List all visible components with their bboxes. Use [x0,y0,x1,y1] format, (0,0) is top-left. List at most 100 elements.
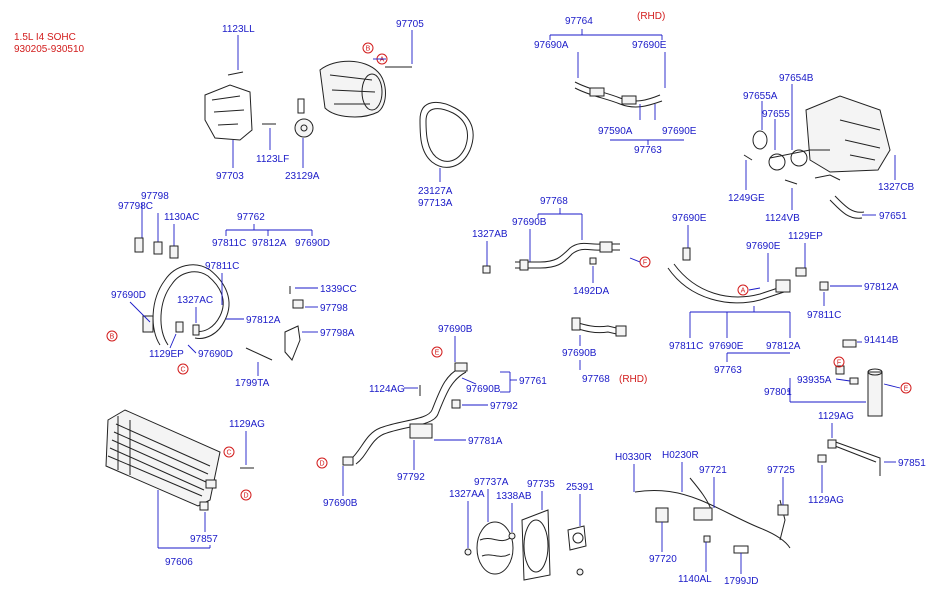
label-97690E-d: 97690E [746,241,781,252]
label-97690D-c: 97690D [198,349,233,360]
label-1339CC: 1339CC [320,284,357,295]
rhd-hose-97764 [574,81,663,108]
svg-text:C: C [180,367,185,374]
svg-text:F: F [837,360,841,367]
label-1123LL: 1123LL [222,24,255,35]
label-1123LF: 1123LF [256,154,289,165]
liquid-hose-97763 [667,247,807,304]
discharge-hose-97768 [482,241,620,274]
svg-text:B: B [366,46,371,53]
label-97721: 97721 [699,465,727,476]
label-97857: 97857 [190,534,218,545]
fitting-97812A [819,281,829,291]
evaporator-unit [743,95,891,219]
label-97811C-c: 97811C [807,310,841,321]
label-97798A: 97798A [320,328,355,339]
label-1327CB: 1327CB [878,182,914,193]
label-97761: 97761 [519,376,547,387]
label-97801: 97801 [764,387,792,398]
label-97812A-c: 97812A [864,282,899,293]
label-97690B-d: 97690B [466,384,501,395]
label-97690E-top: 97690E [632,40,667,51]
label-97690A-top: 97690A [534,40,569,51]
label-97690B-a: 97690B [512,217,547,228]
condenser-97606 [105,409,254,511]
callout-E-right: E [900,382,912,394]
callout-F-right: F [833,356,845,368]
receiver-drier-97801 [835,365,883,417]
label-23127A: 23127A [418,186,453,197]
label-97725: 97725 [767,465,795,476]
label-H0330R: H0330R [615,452,652,463]
svg-text:E: E [904,386,909,393]
label-97812A-a: 97812A [252,238,287,249]
label-1129EP-b: 1129EP [788,231,823,242]
label-97811C-b: 97811C [205,261,239,272]
label-97590A: 97590A [598,126,633,137]
label-1338AB: 1338AB [496,491,532,502]
label-97768-top: 97768 [540,196,568,207]
label-97655: 97655 [762,109,790,120]
label-1129AG-a: 1129AG [818,411,854,422]
label-97792-b: 97792 [397,472,425,483]
suction-hose-97762 [134,237,273,361]
label-23129A: 23129A [285,171,320,182]
label-97720: 97720 [649,554,677,565]
bracket-97851 [817,439,881,476]
rhd-hose-97768 [571,317,627,337]
label-97713A: 97713A [418,198,453,209]
compressor-group [204,60,412,141]
label-97763-top: 97763 [634,145,662,156]
label-1129AG-c: 1129AG [229,419,265,430]
svg-text:D: D [319,461,324,468]
label-97798-b: 97798 [320,303,348,314]
label-97812A-d: 97812A [766,341,801,352]
label-97690E-e: 97690E [709,341,744,352]
label-97737A: 97737A [474,477,509,488]
label-1327AA: 1327AA [449,489,485,500]
label-97606: 97606 [165,557,193,568]
callout-C-condenser: C [223,446,235,458]
plug-91414B [842,339,857,348]
callout-B-hose: B [106,330,118,342]
drive-belt [419,101,474,168]
label-97705: 97705 [396,19,424,30]
label-97655A: 97655A [743,91,778,102]
callout-D-condenser: D [240,489,252,501]
date-range: 930205-930510 [14,44,85,55]
label-1327AC: 1327AC [177,295,213,306]
label-1799JD: 1799JD [724,576,758,587]
label-97690B-b: 97690B [562,348,597,359]
label-1124VB: 1124VB [765,213,800,224]
svg-text:D: D [243,493,248,500]
label-91414B: 91414B [864,335,899,346]
rhd-note-top: (RHD) [637,11,665,22]
wiring-harness [634,477,791,554]
label-97851: 97851 [898,458,926,469]
condenser-fan-97735 [464,509,587,581]
label-1130AC: 1130AC [164,212,199,223]
label-97764: 97764 [565,16,593,27]
callout-C-hose: C [177,363,189,375]
label-1124AG: 1124AG [369,384,405,395]
label-97654B: 97654B [779,73,814,84]
label-97703: 97703 [216,171,244,182]
label-97763-mid: 97763 [714,365,742,376]
label-1129EP-a: 1129EP [149,349,184,360]
label-97811C-a: 97811C [212,238,246,249]
label-97768-rhd: 97768 [582,374,610,385]
label-1129AG-b: 1129AG [808,495,844,506]
label-97762: 97762 [237,212,265,223]
label-97792-a: 97792 [490,401,518,412]
label-97735: 97735 [527,479,555,490]
label-H0230R: H0230R [662,450,699,461]
svg-text:C: C [226,450,231,457]
svg-text:F: F [643,260,647,267]
label-93935A: 93935A [797,375,832,386]
svg-text:A: A [741,288,746,295]
label-97690B-c: 97690B [438,324,473,335]
label-1140AL: 1140AL [678,574,712,585]
engine-spec: 1.5L I4 SOHC [14,32,76,43]
label-97812A-b: 97812A [246,315,281,326]
